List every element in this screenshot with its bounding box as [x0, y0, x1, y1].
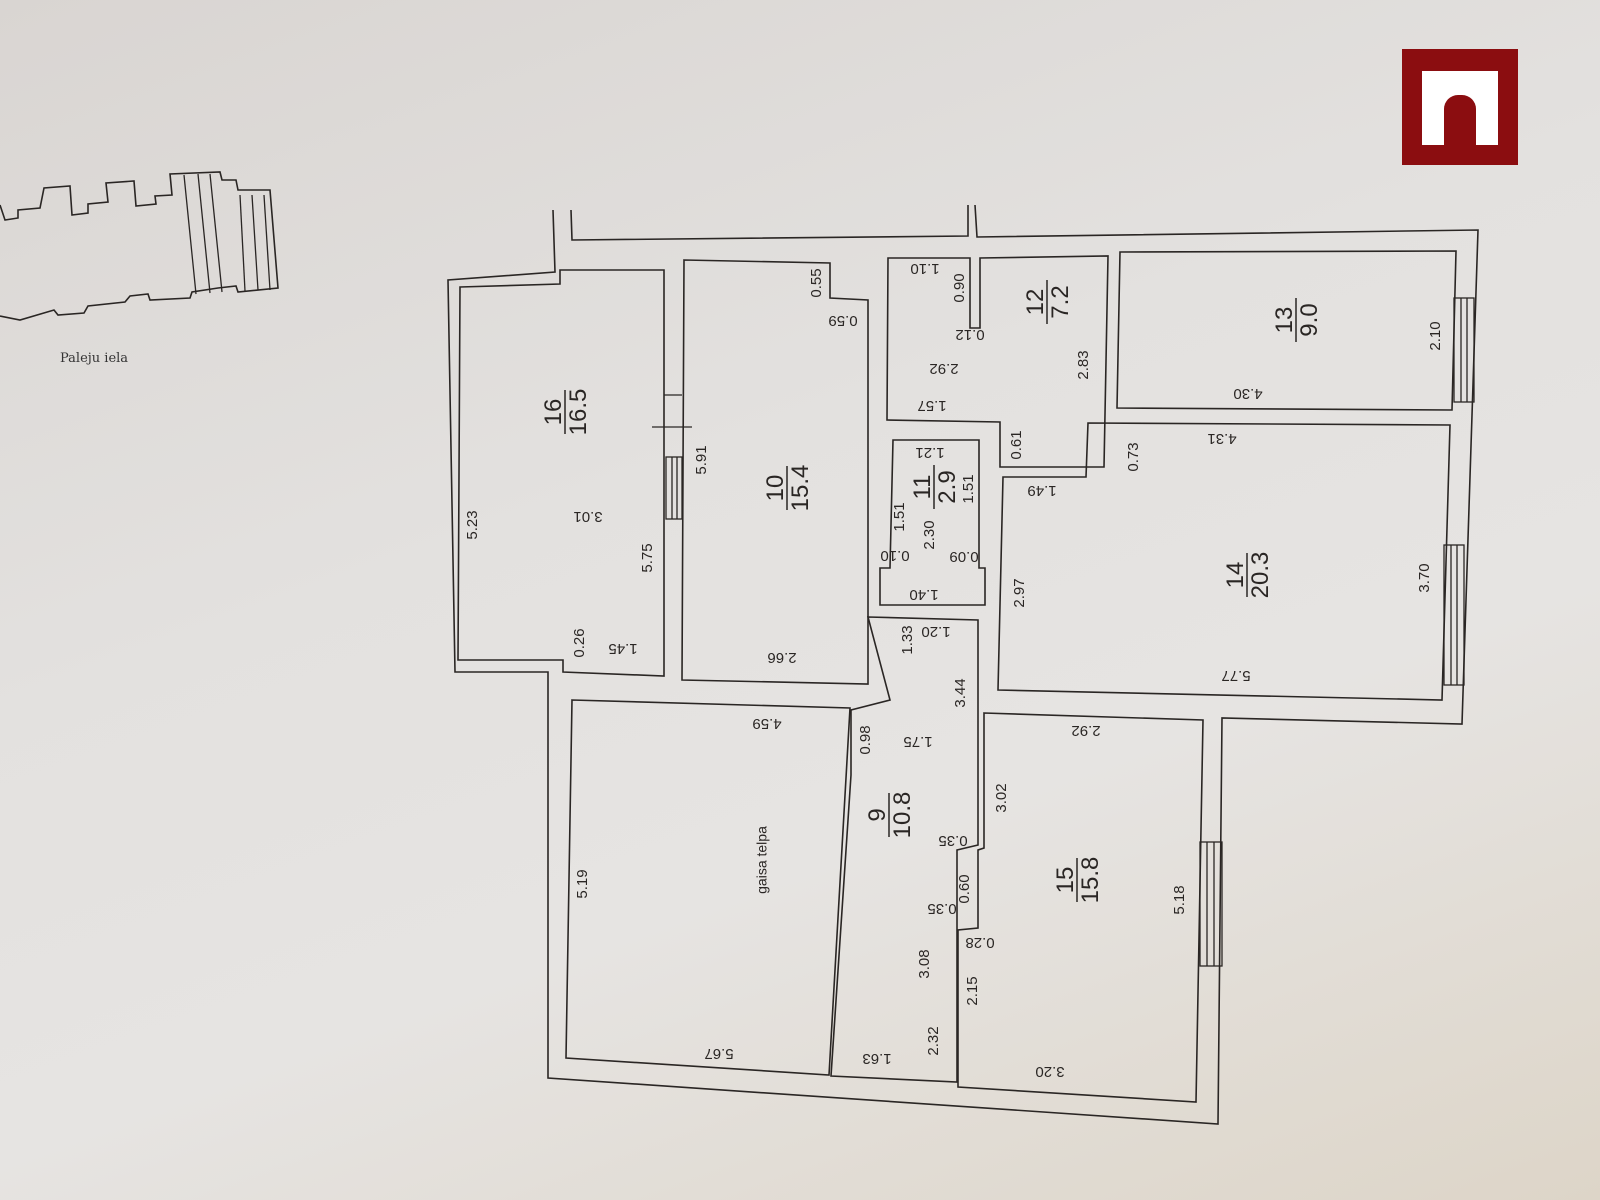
dimension-label: 1.51: [891, 502, 908, 531]
room-number: 9: [864, 808, 891, 821]
room-label: 112.9: [909, 465, 961, 509]
dimension-label: 3.02: [993, 783, 1010, 812]
room-area: 15.8: [1077, 857, 1104, 904]
dimension-label: 0.55: [808, 268, 825, 297]
dimension-label: 2.92: [929, 360, 958, 377]
dimension-label: 2.83: [1075, 350, 1092, 379]
dimension-label: 0.61: [1008, 430, 1025, 459]
dimension-label: 3.20: [1035, 1063, 1064, 1080]
dimension-label: 4.31: [1207, 430, 1236, 447]
room-9-outline: [830, 616, 979, 1083]
room-number: 12: [1022, 289, 1049, 316]
dimension-label: 0.10: [880, 547, 909, 564]
dimension-labels: 5.23 5.75 0.26 5.91 0.55 0.90 2.83 0.61 0.73 2.10…: [464, 260, 1444, 1080]
dimension-label: 1.51: [960, 474, 977, 503]
room-number: 15: [1052, 867, 1079, 894]
air-space-label: gaisa telpa: [754, 826, 770, 894]
room-15-outline: [957, 712, 1204, 1103]
dimension-label: 1.63: [862, 1050, 891, 1067]
dimension-label: 4.30: [1233, 385, 1262, 402]
dimension-label: 0.35: [938, 832, 967, 849]
dimension-label: 5.19: [574, 869, 591, 898]
room-label: 139.0: [1271, 298, 1323, 342]
street-label: Paleju iela: [60, 351, 128, 366]
room-area: 20.3: [1247, 552, 1274, 599]
dimension-label: 0.73: [1125, 442, 1142, 471]
room-10-outline: [681, 259, 869, 685]
dimension-label: 5.75: [639, 543, 656, 572]
dimension-label: 2.66: [767, 649, 796, 666]
dimension-label: 1.10: [910, 260, 939, 277]
room-14-outline: [997, 422, 1451, 701]
dimension-label: 1.21: [915, 444, 944, 461]
dimension-label: 5.77: [1221, 667, 1250, 684]
dimension-label: 0.28: [965, 934, 994, 951]
room-area: 15.4: [787, 465, 814, 512]
room-label: 910.8: [864, 792, 916, 839]
room-11-outline: [879, 439, 986, 606]
dimension-label: 1.20: [921, 623, 950, 640]
windows: [652, 297, 1475, 967]
dimension-label: 5.23: [464, 510, 481, 539]
room-12-outline: [886, 255, 1109, 468]
room-13-outline: [1116, 250, 1457, 411]
dimension-label: 1.75: [903, 733, 932, 750]
dimension-label: 1.40: [909, 586, 938, 603]
dimension-label: 2.10: [1427, 321, 1444, 350]
dimension-label: 1.45: [608, 640, 637, 657]
room-number: 14: [1222, 562, 1249, 589]
dimension-label: 0.60: [956, 874, 973, 903]
room-label: 127.2: [1022, 280, 1074, 324]
dimension-label: 1.33: [899, 625, 916, 654]
room-16-outline: [457, 269, 665, 677]
dimension-label: 0.12: [955, 326, 984, 343]
dimension-label: 0.35: [927, 900, 956, 917]
room-number: 11: [909, 475, 936, 500]
outer-wall: [447, 204, 1479, 1125]
room-number: 10: [762, 475, 789, 502]
apartment-walls: [447, 204, 1479, 1125]
room-area: 10.8: [889, 792, 916, 839]
dimension-label: 5.91: [693, 445, 710, 474]
dimension-label: 2.30: [921, 520, 938, 549]
dimension-label: 0.98: [857, 725, 874, 754]
dimension-label: 3.70: [1416, 563, 1433, 592]
dimension-label: 1.49: [1027, 482, 1056, 499]
dimension-label: 2.92: [1071, 722, 1100, 739]
dimension-label: 2.97: [1011, 578, 1028, 607]
dimension-label: 3.08: [916, 949, 933, 978]
room-area: 2.9: [934, 470, 961, 503]
dimension-label: 5.67: [704, 1045, 733, 1062]
dimension-label: 4.59: [752, 715, 781, 732]
room-area: 9.0: [1296, 303, 1323, 336]
room-number: 16: [540, 399, 567, 426]
room-area: 7.2: [1047, 285, 1074, 318]
dimension-label: 1.57: [917, 397, 946, 414]
air-space-outline: [565, 699, 851, 1076]
site-plan: Paleju iela: [0, 171, 279, 366]
dimension-label: 3.01: [573, 508, 602, 525]
dimension-label: 0.09: [949, 548, 978, 565]
dimension-label: 2.15: [964, 976, 981, 1005]
dimension-label: 5.18: [1171, 885, 1188, 914]
dimension-label: 2.32: [925, 1026, 942, 1055]
room-number: 13: [1271, 307, 1298, 334]
dimension-label: 0.59: [828, 312, 857, 329]
dimension-label: 0.26: [571, 628, 588, 657]
dimension-label: 3.44: [952, 678, 969, 707]
room-area: 16.5: [565, 389, 592, 436]
dimension-label: 0.90: [951, 273, 968, 302]
logo-arch-icon: [1422, 71, 1498, 145]
agency-logo: [1402, 49, 1518, 165]
